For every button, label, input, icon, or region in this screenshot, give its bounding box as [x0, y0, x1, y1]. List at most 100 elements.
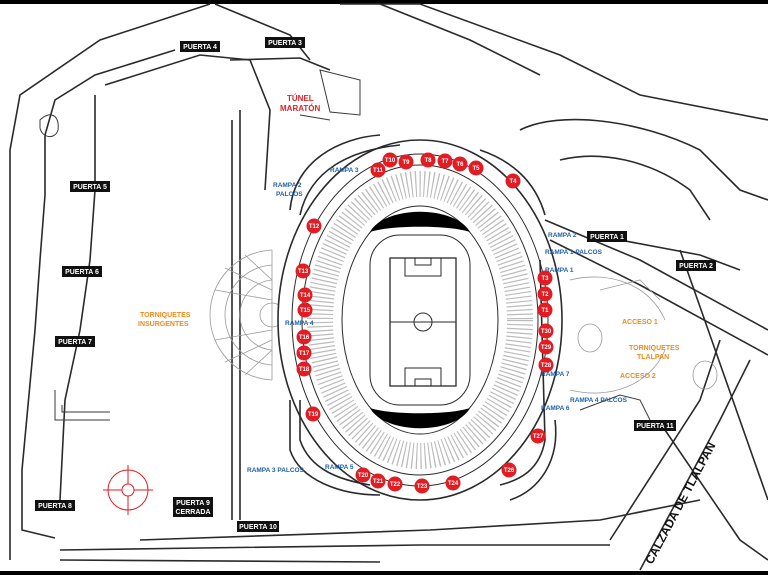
- rampa-4-label: RAMPA 4: [285, 320, 314, 327]
- ramp-labels: RAMPA 1 RAMPA 1 PALCOS RAMPA 2 RAMPA 2 P…: [247, 167, 628, 474]
- acceso-1-label: ACCESO 1: [622, 319, 658, 326]
- turnstile-t18-label: T18: [299, 367, 310, 373]
- puerta-10-gate: PUERTA 10: [237, 521, 279, 532]
- turnstile-t23: T23: [414, 478, 430, 494]
- turnstile-t18-marker: [296, 361, 312, 377]
- rampa-2-palcos-label-1: RAMPA 2: [273, 182, 302, 189]
- turnstile-t5: T5: [468, 160, 484, 176]
- puerta-11-gate: PUERTA 11: [634, 420, 676, 431]
- rampa-7-label: RAMPA 7: [541, 371, 570, 378]
- puerta-9-gate: PUERTA 9 CERRADA: [173, 497, 213, 517]
- torniquetes-insurgentes-label-2: INSURGENTES: [138, 321, 189, 328]
- puerta-11-label: PUERTA 11: [636, 423, 673, 430]
- turnstile-t9: T9: [398, 154, 414, 170]
- turnstile-t17-marker: [296, 345, 312, 361]
- puerta-6-box: [62, 266, 102, 277]
- turnstile-t26-marker: [501, 462, 517, 478]
- turnstile-t14: T14: [297, 287, 313, 303]
- turnstile-t3-marker: [537, 270, 553, 286]
- puerta-5-gate: PUERTA 5: [70, 181, 110, 192]
- puerta-3-box: [265, 37, 305, 48]
- puerta-10-box: [237, 521, 279, 532]
- turnstile-t28-marker: [538, 357, 554, 373]
- tunel-maraton-label-1: TÚNEL: [287, 94, 314, 103]
- turnstile-t12-marker: [306, 218, 322, 234]
- turnstile-t11: T11: [370, 162, 386, 178]
- turnstile-t27-marker: [530, 428, 546, 444]
- torniquetes-insurgentes-label-1: TORNIQUETES: [140, 312, 191, 319]
- turnstile-t11-marker: [370, 162, 386, 178]
- turnstile-t8-marker: [420, 152, 436, 168]
- turnstile-t2-marker: [537, 286, 553, 302]
- insurgentes-fan: [209, 249, 285, 381]
- rampa-6-label: RAMPA 6: [541, 405, 570, 412]
- puerta-9-box: [173, 497, 213, 517]
- turnstile-t12-label: T12: [309, 224, 320, 230]
- turnstile-t14-label: T14: [300, 293, 311, 299]
- turnstile-t1-label: T1: [541, 308, 549, 314]
- puerta-8-label: PUERTA 8: [38, 503, 72, 510]
- turnstile-t26: T26: [501, 462, 517, 478]
- puerta-11-box: [634, 420, 676, 431]
- puerta-4-label: PUERTA 4: [183, 44, 217, 51]
- turnstile-t29-label: T29: [541, 345, 552, 351]
- turnstile-t28: T28: [538, 357, 554, 373]
- top-border: [0, 0, 768, 4]
- gates-layer: PUERTA 1 PUERTA 2 PUERTA 3 PUERTA 4 PUERTA 5…: [35, 37, 716, 532]
- turnstile-t29-marker: [538, 339, 554, 355]
- turnstile-t30-marker: [538, 323, 554, 339]
- turnstile-t23-label: T23: [417, 484, 428, 490]
- torniquetes-tlalpan-label-1: TORNIQUETES: [629, 345, 680, 352]
- turnstile-t20-label: T20: [358, 473, 369, 479]
- turnstile-t24-label: T24: [448, 481, 459, 487]
- stadium: [277, 139, 563, 501]
- turnstile-t5-label: T5: [472, 166, 480, 172]
- turnstile-t16-label: T16: [299, 335, 310, 341]
- turnstile-t11-label: T11: [373, 168, 384, 174]
- turnstile-t21: T21: [370, 473, 386, 489]
- puerta-4-gate: PUERTA 4: [180, 41, 220, 52]
- turnstile-t17: T17: [296, 345, 312, 361]
- turnstile-t3: T3: [537, 270, 553, 286]
- rampa-1-label: RAMPA 1: [545, 267, 574, 274]
- puerta-3-gate: PUERTA 3: [265, 37, 305, 48]
- turnstile-t17-label: T17: [299, 351, 310, 357]
- turnstile-t19: T19: [305, 406, 321, 422]
- bottom-border: [0, 571, 768, 575]
- turnstile-t19-label: T19: [308, 412, 319, 418]
- turnstile-t26-label: T26: [504, 468, 515, 474]
- turnstile-t29: T29: [538, 339, 554, 355]
- turnstile-t21-label: T21: [373, 479, 384, 485]
- turnstile-t13-label: T13: [298, 269, 309, 275]
- puerta-1-box: [587, 231, 627, 242]
- turnstile-t27-label: T27: [533, 434, 544, 440]
- turnstile-t27: T27: [530, 428, 546, 444]
- concourse: [289, 134, 557, 501]
- puerta-9-label: PUERTA 9: [176, 500, 210, 507]
- turnstile-t30-label: T30: [541, 329, 552, 335]
- puerta-2-label: PUERTA 2: [679, 263, 713, 270]
- turnstiles-layer: T1T2T3T4T5T6T7T8T9T10T11T12T13T14T15T16T…: [295, 152, 554, 494]
- calzada-de-tlalpan-label: CALZADA DE TLALPAN: [642, 440, 718, 567]
- turnstile-t28-label: T28: [541, 363, 552, 369]
- turnstile-t12: T12: [306, 218, 322, 234]
- puerta-5-box: [70, 181, 110, 192]
- puerta-1-label: PUERTA 1: [590, 234, 624, 241]
- turnstile-t1: T1: [537, 302, 553, 318]
- acceso-2-label: ACCESO 2: [620, 373, 656, 380]
- rampa-4-palcos-label: RAMPA 4 PALCOS: [570, 397, 628, 404]
- rampa-1-palcos-label: RAMPA 1 PALCOS: [545, 249, 603, 256]
- turnstile-t9-label: T9: [402, 160, 410, 166]
- rampa-3-label: RAMPA 3: [330, 167, 359, 174]
- puerta-5-label: PUERTA 5: [73, 184, 107, 191]
- turnstile-t14-marker: [297, 287, 313, 303]
- puerta-2-box: [676, 260, 716, 271]
- turnstile-t22-label: T22: [390, 482, 401, 488]
- puerta-9-label-2: CERRADA: [176, 509, 211, 516]
- puerta-7-gate: PUERTA 7: [55, 336, 95, 347]
- puerta-10-label: PUERTA 10: [239, 524, 277, 531]
- turnstile-t22: T22: [387, 476, 403, 492]
- turnstile-t2: T2: [537, 286, 553, 302]
- turnstile-t15-label: T15: [300, 308, 311, 314]
